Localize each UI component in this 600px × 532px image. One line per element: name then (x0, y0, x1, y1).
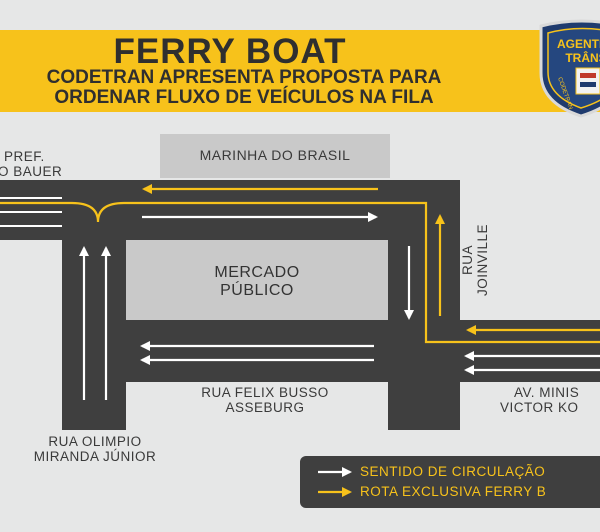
label-av-line1: AV. MINIS (514, 385, 580, 400)
label-felix-busso: RUA FELIX BUSSO ASSEBURG (170, 385, 360, 415)
label-marinha: MARINHA DO BRASIL (199, 147, 351, 163)
label-felix-line1: RUA FELIX BUSSO (201, 385, 329, 400)
marinha-block (160, 134, 390, 178)
label-joinville: RUA JOINVILLE (460, 223, 490, 297)
label-olimpio-line2: MIRANDA JÚNIOR (33, 449, 157, 464)
yellow-ferry-route (0, 184, 600, 344)
label-pref-line1: PREF. (4, 149, 45, 164)
svg-text:AGENTE: AGENTE (557, 37, 600, 51)
road-felix-busso (62, 320, 460, 382)
label-av-line2: VICTOR KO (500, 400, 579, 415)
road-olimpio (62, 180, 126, 430)
map-legend: SENTIDO DE CIRCULAÇÃO ROTA EXCLUSIVA FER… (300, 456, 600, 508)
label-olimpio: RUA OLIMPIO MIRANDA JÚNIOR (10, 434, 180, 464)
banner-subtitle-line2: ORDENAR FLUXO DE VEÍCULOS NA FILA (54, 87, 434, 108)
label-pref-bauer: PREF. O BAUER (0, 149, 78, 179)
label-mercado-line1: MERCADO (214, 264, 300, 281)
banner-subtitle-line1: CODETRAN APRESENTA PROPOSTA PARA (46, 67, 442, 88)
left-lane-lines (0, 197, 62, 227)
label-av-ministro: AV. MINIS VICTOR KO (500, 385, 600, 415)
road-joinville-segment (388, 180, 460, 430)
mercado-block (126, 240, 388, 320)
legend-circulacao: SENTIDO DE CIRCULAÇÃO (360, 464, 546, 479)
label-mercado-line2: PÚBLICO (220, 282, 294, 299)
label-felix-line2: ASSEBURG (225, 400, 305, 415)
legend-ferry: ROTA EXCLUSIVA FERRY B (360, 484, 547, 499)
banner-subtitle: CODETRAN APRESENTA PROPOSTA PARA ORDENAR… (0, 68, 494, 108)
label-olimpio-line1: RUA OLIMPIO (48, 434, 142, 449)
header-banner: FERRY BOAT CODETRAN APRESENTA PROPOSTA P… (0, 30, 600, 112)
agent-badge-logo: AGENTE TRÂNS CODETRAN (539, 19, 600, 118)
label-pref-line2: O BAUER (0, 164, 63, 179)
svg-text:TRÂNS: TRÂNS (565, 50, 600, 65)
banner-title: FERRY BOAT (113, 32, 347, 71)
white-arrows (79, 212, 600, 400)
label-mercado: MERCADO PÚBLICO (126, 264, 388, 300)
ferry-route-path (0, 201, 600, 344)
legend-arrows (318, 467, 352, 497)
